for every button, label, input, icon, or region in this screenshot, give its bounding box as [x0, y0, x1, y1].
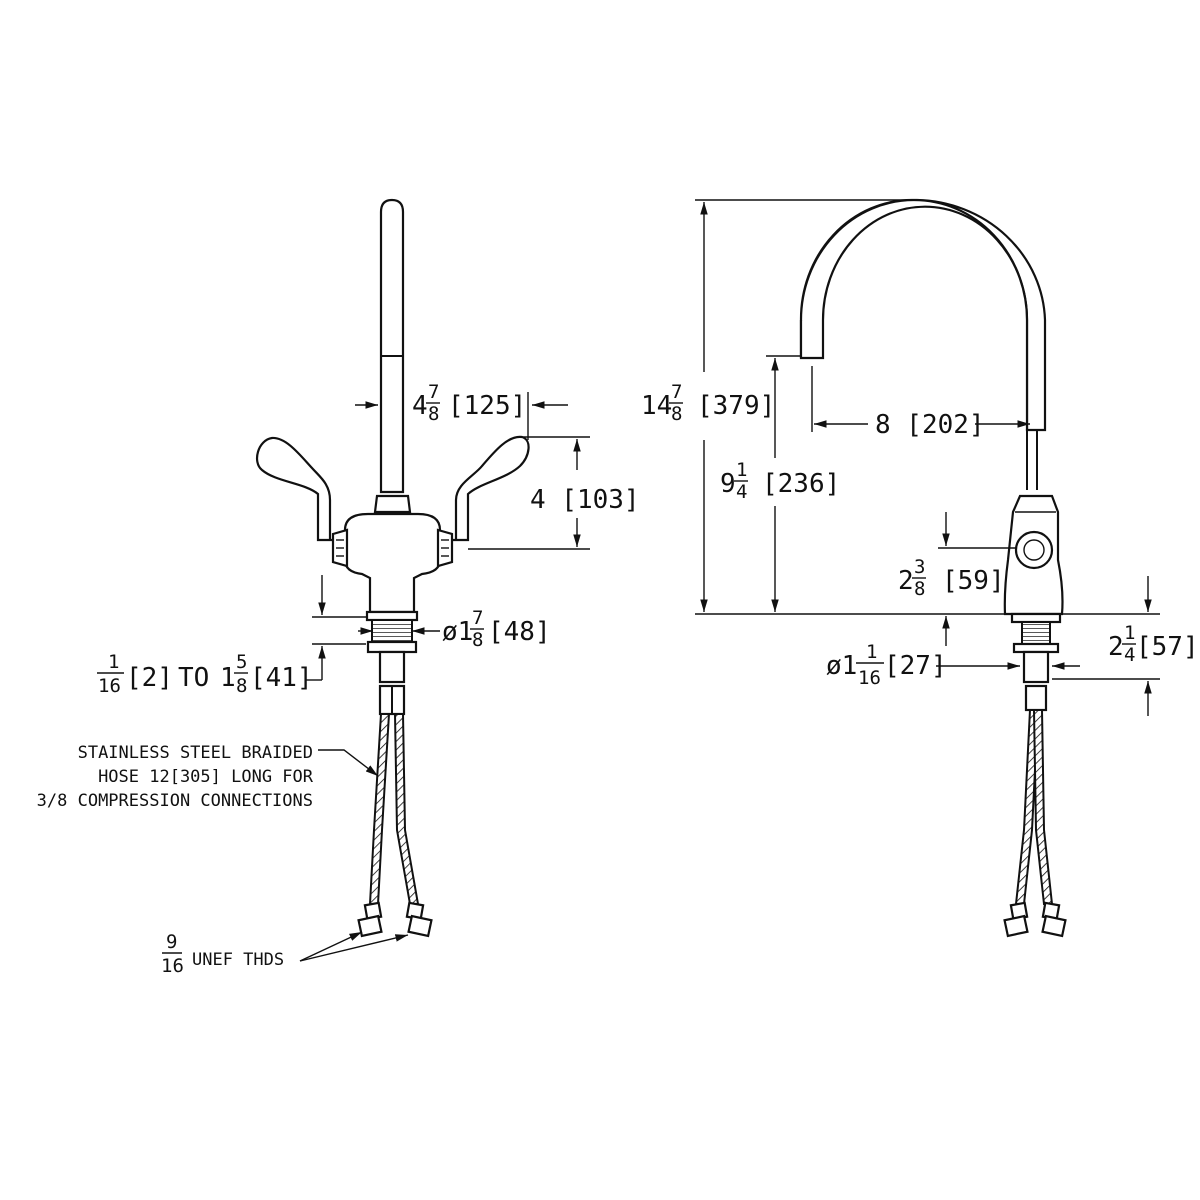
side-threaded-shank	[1021, 621, 1051, 645]
front-spout	[379, 198, 405, 494]
front-right-wrist-handle	[452, 435, 530, 542]
dim-mount-range-den2: 8	[236, 675, 247, 697]
dim-handle-height: 4 [103]	[468, 436, 640, 550]
front-hose-end-left	[357, 914, 383, 938]
front-mount-washer	[365, 610, 419, 622]
dim-front-shank-dia-den: 8	[472, 629, 483, 651]
dim-handle-offset-num: 3	[914, 556, 925, 578]
dim-spout-height-metric: [236]	[762, 469, 840, 499]
side-hose-coupling	[1024, 684, 1048, 712]
dim-side-shank-dia: ø1 1 16 [27]	[826, 641, 1080, 689]
dim-spout-height: 9 1 4 [236]	[720, 355, 840, 612]
dim-shank-length-metric: [57]	[1136, 632, 1199, 662]
dim-spout-height-whole: 9	[720, 469, 736, 499]
dim-side-shank-dia-num: 1	[866, 641, 877, 663]
dim-handle-height-text: 4 [103]	[530, 485, 640, 515]
dim-overall-height-whole: 14	[641, 391, 672, 421]
front-hose-end-right	[407, 914, 433, 938]
front-spout-nut	[373, 494, 412, 514]
front-left-wrist-handle	[255, 436, 333, 542]
dim-front-shank-dia: ø1 7 8 [48]	[312, 575, 551, 680]
side-hose-end-left	[1003, 914, 1029, 938]
dim-handle-offset-whole: 2	[898, 566, 914, 596]
dim-overall-height: 14 7 8 [379]	[641, 199, 915, 612]
front-lock-nut	[366, 640, 418, 654]
thread-note-text: UNEF THDS	[192, 950, 284, 970]
dim-mount-range-den1: 16	[98, 675, 121, 697]
dim-mount-range-num2: 5	[236, 651, 247, 673]
dim-mount-range: 1 16 [2] TO 1 5 8 [41]	[97, 651, 322, 697]
front-view: 4 7 8 [125] 4 [103] ø1 7 8 [48]	[37, 198, 640, 977]
dim-front-shank-dia-metric: [48]	[488, 617, 551, 647]
front-valve-body	[343, 512, 442, 614]
dim-handle-spacing-den: 8	[428, 403, 439, 425]
front-shank-tail	[378, 650, 406, 684]
dim-overall-height-metric: [379]	[697, 391, 775, 421]
dim-shank-length-num: 1	[1124, 622, 1135, 644]
dim-front-shank-dia-num: 7	[472, 607, 483, 629]
dim-handle-offset: 2 3 8 [59]	[898, 512, 1016, 646]
dim-overall-height-den: 8	[671, 403, 682, 425]
hose-note-line-1: STAINLESS STEEL BRAIDED	[78, 743, 313, 763]
hose-note-line-2: HOSE 12[305] LONG FOR	[98, 767, 314, 787]
side-hose-right	[1032, 709, 1054, 905]
side-view: 14 7 8 [379] 9 1 4 [236] 8 [202]	[641, 198, 1199, 938]
dim-side-shank-dia-den: 16	[858, 667, 881, 689]
front-hose-right	[393, 713, 420, 905]
front-hose-left	[368, 713, 391, 905]
dim-spout-height-den: 4	[736, 481, 747, 503]
dim-spout-reach-text: 8 [202]	[875, 410, 985, 440]
side-lock-nut	[1012, 642, 1060, 654]
thread-note: 9 16 UNEF THDS	[161, 931, 409, 977]
dim-side-shank-dia-metric: [27]	[884, 651, 947, 681]
dim-mount-range-metric2: [41]	[250, 663, 313, 693]
thread-note-den: 16	[161, 955, 184, 977]
side-gooseneck-spout	[799, 198, 1047, 432]
dim-handle-offset-metric: [59]	[942, 566, 1005, 596]
dim-mount-range-to: TO	[178, 663, 209, 693]
dim-overall-height-num: 7	[671, 381, 682, 403]
dim-handle-spacing-whole: 4	[412, 391, 428, 421]
front-threaded-shank	[371, 619, 413, 643]
dim-spout-height-num: 1	[736, 459, 747, 481]
side-shank-tail	[1022, 650, 1050, 684]
side-handle-hub	[1014, 530, 1054, 570]
dim-side-shank-dia-prefix: ø1	[826, 651, 857, 681]
dim-shank-length-den: 4	[1124, 644, 1135, 666]
dim-handle-spacing-num: 7	[428, 381, 439, 403]
dim-mount-range-metric1: [2]	[126, 663, 173, 693]
dim-front-shank-dia-prefix: ø1	[442, 617, 473, 647]
dim-shank-length: 2 1 4 [57]	[1052, 576, 1199, 716]
side-spout-outlet	[799, 205, 1029, 430]
dim-handle-offset-den: 8	[914, 578, 925, 600]
hose-note: STAINLESS STEEL BRAIDED HOSE 12[305] LON…	[37, 743, 379, 811]
dim-mount-range-whole2: 1	[220, 663, 236, 693]
side-hose-end-right	[1041, 914, 1067, 938]
dim-handle-spacing-metric: [125]	[448, 391, 526, 421]
dim-handle-spacing: 4 7 8 [125]	[355, 381, 568, 440]
dim-shank-length-whole: 2	[1108, 632, 1124, 662]
hose-note-line-3: 3/8 COMPRESSION CONNECTIONS	[37, 791, 313, 811]
dim-spout-reach: 8 [202]	[811, 366, 1030, 440]
thread-note-num: 9	[166, 931, 177, 953]
dim-mount-range-num1: 1	[108, 651, 119, 673]
side-mount-washer	[1010, 612, 1062, 624]
